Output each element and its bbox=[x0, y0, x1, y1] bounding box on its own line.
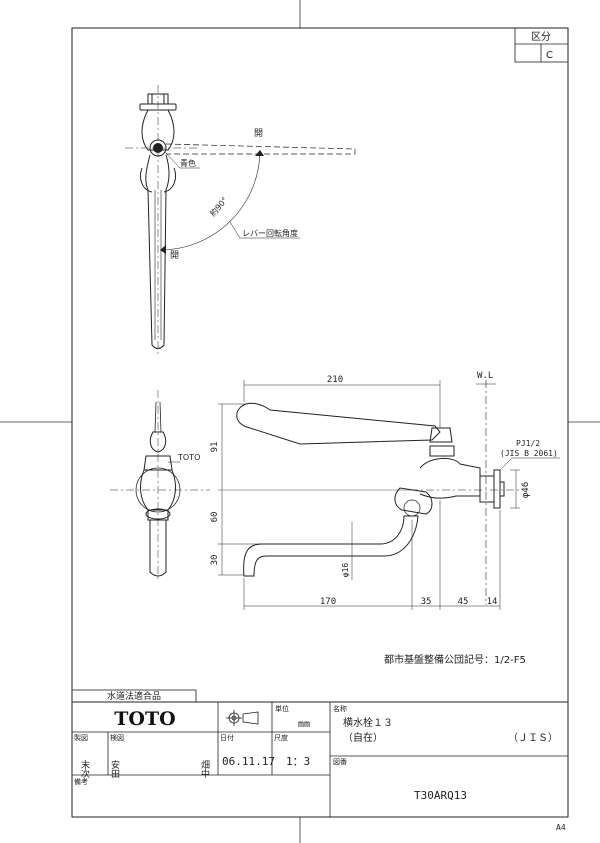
dim-60: 60 bbox=[210, 512, 220, 523]
drawing-number: T30ARQ13 bbox=[414, 789, 467, 802]
angle-label: 約90° bbox=[208, 195, 230, 218]
open-label-lower: 開 bbox=[170, 250, 179, 261]
front-view bbox=[110, 390, 210, 580]
drawing-frame bbox=[71, 27, 569, 818]
scale-label: 尺度 bbox=[274, 733, 288, 742]
unit-value: mm bbox=[298, 719, 310, 730]
product-name: 横水栓１３ bbox=[343, 716, 393, 729]
dim-30: 30 bbox=[210, 555, 220, 566]
name-label: 名称 bbox=[333, 704, 347, 713]
zuban-label: 図番 bbox=[333, 758, 347, 766]
approval-label: 水道法適合品 bbox=[107, 690, 161, 702]
projection-symbol-icon bbox=[226, 710, 259, 726]
dim-phi16: φ16 bbox=[341, 563, 350, 578]
dim-45: 45 bbox=[458, 597, 469, 607]
date-value: 06.11.17 bbox=[222, 755, 275, 768]
kenzu-label: 検図 bbox=[110, 733, 124, 742]
dim-170: 170 bbox=[320, 597, 336, 607]
dim-phi46: φ46 bbox=[521, 482, 531, 498]
checker2-name: 畑中 bbox=[199, 759, 210, 779]
open-label-top: 開 bbox=[254, 128, 263, 139]
toto-mark-label: TOTO bbox=[177, 453, 200, 462]
blue-color-label: 青色 bbox=[180, 158, 196, 168]
scale-value: 1：3 bbox=[286, 755, 310, 768]
title-block bbox=[71, 689, 568, 817]
dim-35: 35 bbox=[421, 597, 432, 607]
seizu-label: 製図 bbox=[74, 733, 88, 742]
side-view bbox=[218, 380, 560, 610]
top-view bbox=[125, 85, 356, 355]
thread-label: PJ1/2 bbox=[516, 439, 540, 448]
date-label: 日付 bbox=[220, 733, 234, 742]
product-name-sub: （自在） bbox=[343, 731, 383, 744]
public-code-note: 都市基盤整備公団記号：1/2-F5 bbox=[384, 653, 526, 666]
kubun-label: 区分 bbox=[531, 31, 551, 43]
kubun-value: C bbox=[546, 50, 553, 61]
dim-91: 91 bbox=[210, 442, 220, 453]
drafter-name: 末次 bbox=[79, 759, 90, 779]
product-jis: （ＪＩＳ） bbox=[508, 732, 558, 744]
jis-spec-label: (JIS B 2061) bbox=[500, 449, 558, 458]
dim-14: 14 bbox=[487, 597, 498, 607]
checker-name: 安田 bbox=[109, 759, 120, 779]
biko-label: 備考 bbox=[74, 777, 88, 786]
lever-angle-label: レバー回転角度 bbox=[242, 228, 298, 238]
wl-label: W.L bbox=[477, 371, 493, 381]
kubun-box: 区分 C bbox=[514, 27, 569, 63]
dim-210: 210 bbox=[327, 375, 343, 385]
unit-label: 単位 bbox=[275, 704, 289, 713]
paper-size: A4 bbox=[556, 823, 566, 832]
toto-logo: TOTO bbox=[114, 708, 175, 730]
